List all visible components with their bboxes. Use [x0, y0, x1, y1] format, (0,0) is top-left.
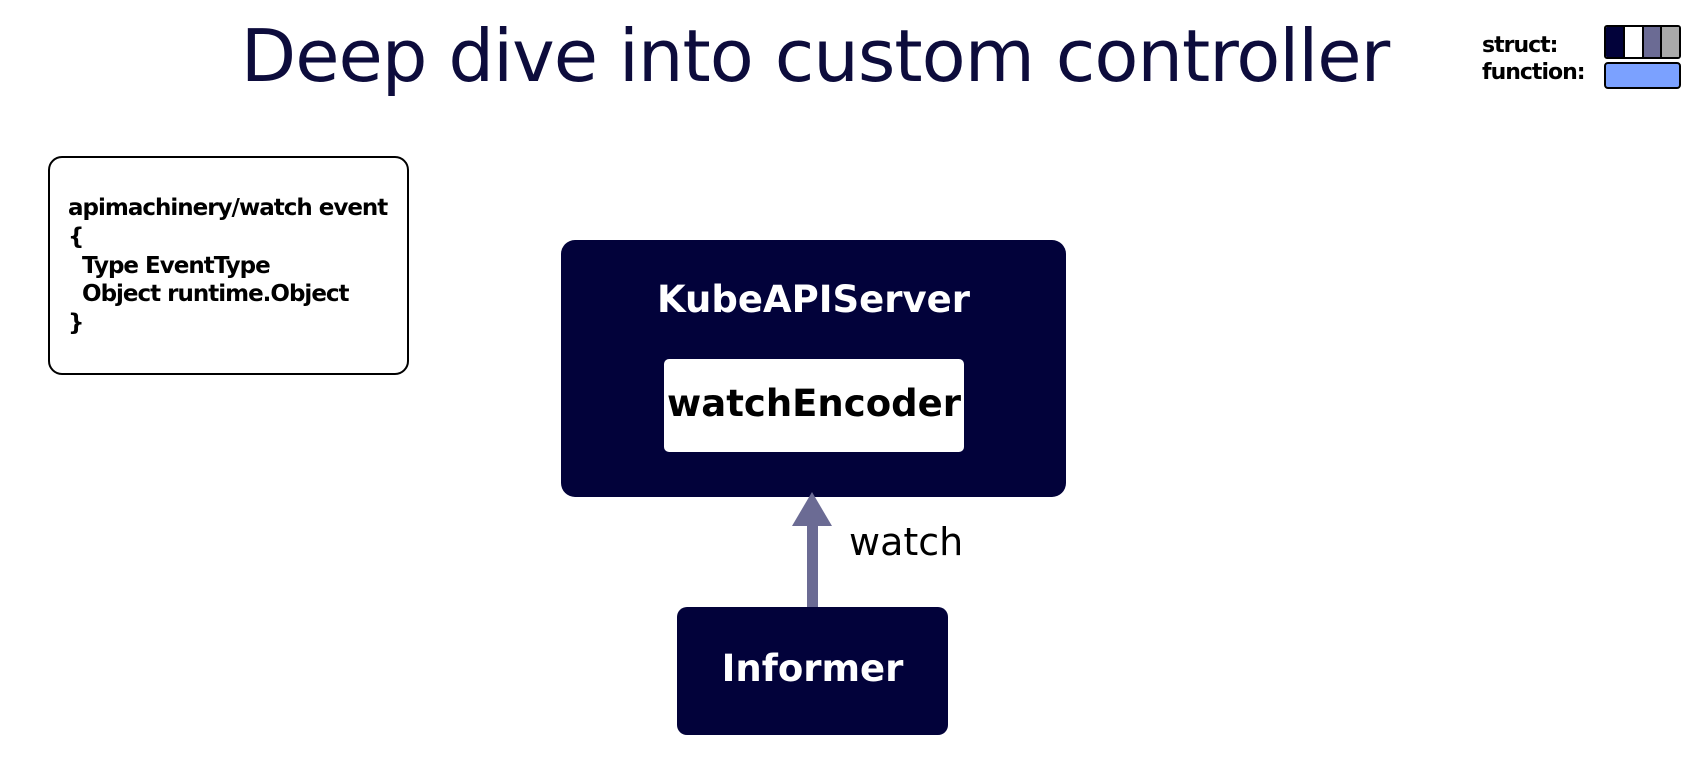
- watch-encoder-label: watchEncoder: [667, 382, 961, 425]
- legend-function-label: function:: [1482, 60, 1586, 85]
- page-title: Deep dive into custom controller: [240, 14, 1390, 98]
- watch-arrow-head: [792, 492, 832, 526]
- kube-api-server-label: KubeAPIServer: [657, 278, 970, 321]
- watch-arrow-shaft: [807, 525, 818, 608]
- code-line-3: Type EventType: [68, 253, 271, 279]
- struct-swatch-color-1: [1606, 27, 1625, 57]
- code-line-2: {: [68, 224, 84, 250]
- code-line-1: apimachinery/watch event: [68, 195, 388, 221]
- code-line-5: }: [68, 310, 84, 336]
- code-line-4: Object runtime.Object: [68, 281, 350, 307]
- informer-label: Informer: [721, 647, 904, 690]
- watch-edge-label: watch: [849, 520, 964, 564]
- informer-node: Informer: [677, 607, 948, 735]
- struct-swatch-color-3: [1643, 27, 1663, 57]
- legend: struct: function:: [1482, 25, 1687, 91]
- struct-swatch-color-2: [1624, 27, 1644, 57]
- legend-struct-label: struct:: [1482, 33, 1558, 58]
- watch-arrow: [792, 492, 832, 608]
- kube-api-server-node: KubeAPIServer watchEncoder: [561, 240, 1066, 497]
- struct-swatch-color-4: [1662, 27, 1679, 57]
- watch-event-code-box: apimachinery/watch event { Type EventTyp…: [48, 156, 409, 375]
- legend-function-swatch: [1604, 62, 1681, 89]
- legend-struct-swatch: [1604, 25, 1681, 59]
- watch-encoder-node: watchEncoder: [664, 359, 964, 452]
